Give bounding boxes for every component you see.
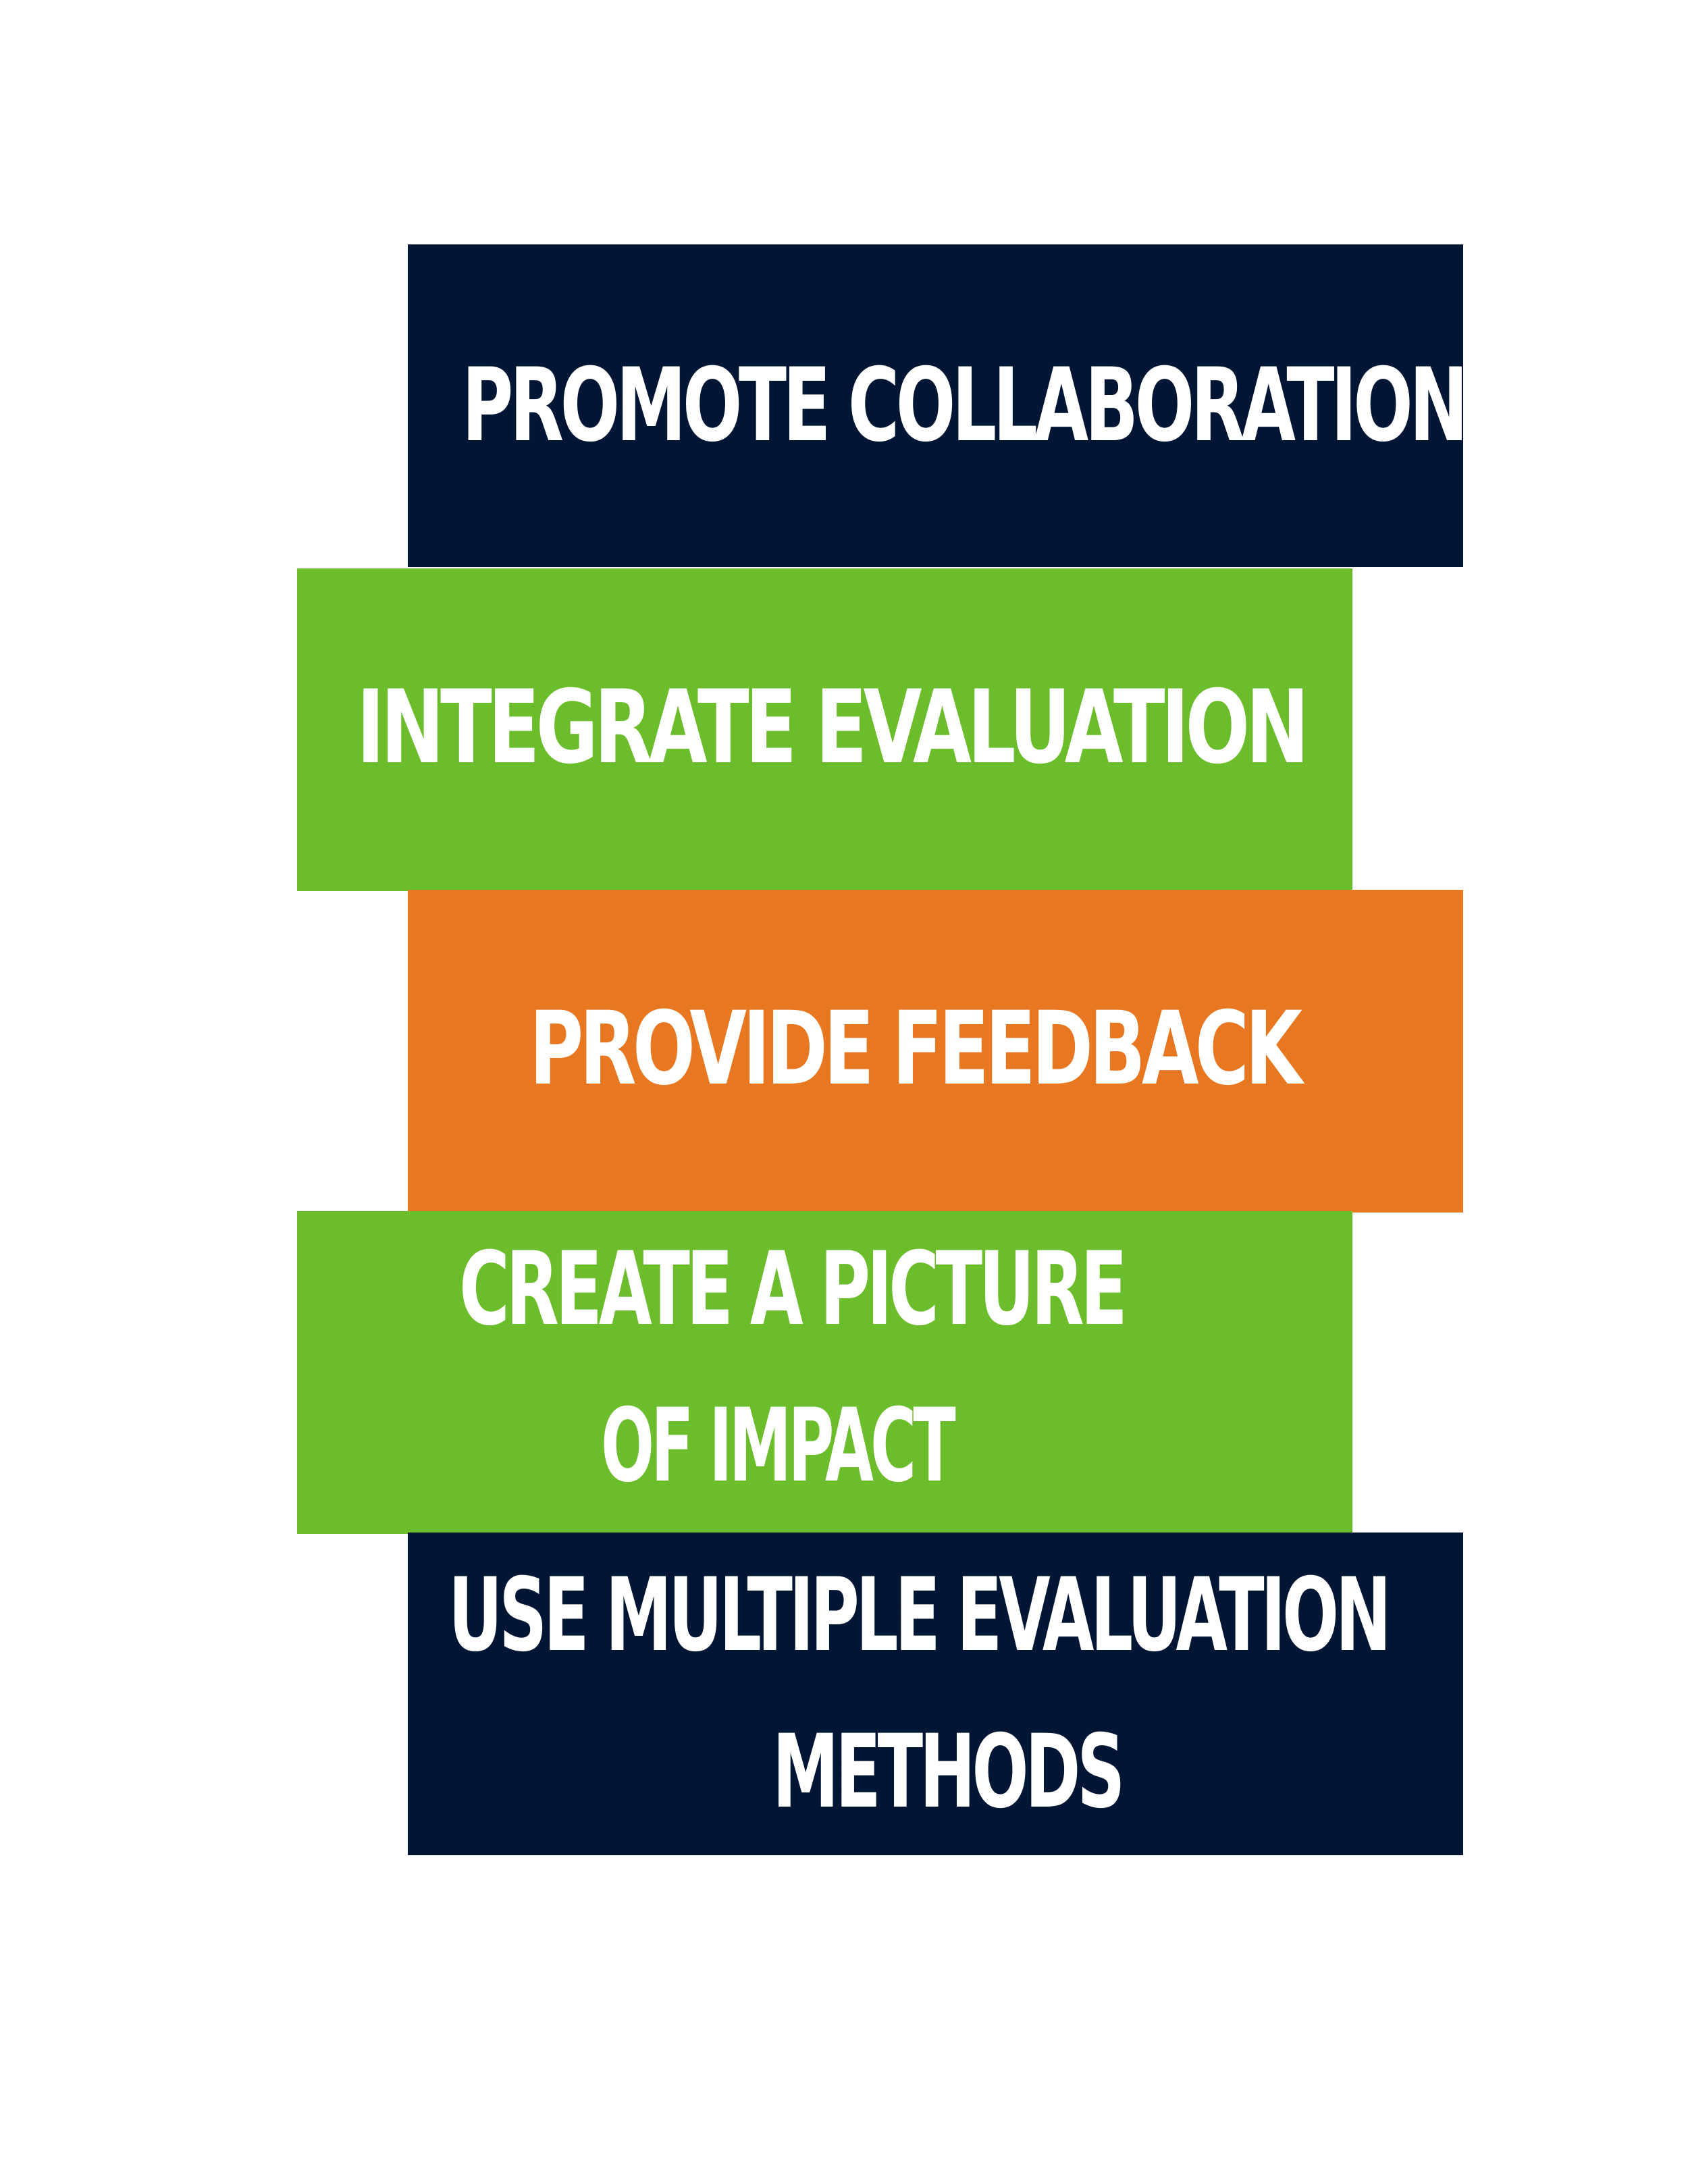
block-promote-collaboration: PROMOTE COLLABORATION (408, 244, 1468, 567)
block-label-line: INTEGRATE EVALUATION (357, 669, 1309, 787)
block-label: INTEGRATE EVALUATION (357, 649, 1309, 806)
block-label: PROMOTE COLLABORATION (462, 327, 1468, 484)
block-label-line: OF IMPACT (601, 1387, 956, 1505)
block-label-line: PROVIDE FEEDBACK (529, 990, 1302, 1108)
block-integrate-evaluation: INTEGRATE EVALUATION (297, 568, 1352, 891)
block-label-line: METHODS (772, 1713, 1125, 1831)
block-label-line: CREATE A PICTURE (459, 1231, 1128, 1348)
block-label-line: USE MULTIPLE EVALUATION (448, 1557, 1392, 1674)
block-create-picture-of-impact: CREATE A PICTURE OF IMPACT (297, 1211, 1352, 1534)
block-use-multiple-evaluation-methods: USE MULTIPLE EVALUATION METHODS (408, 1533, 1463, 1855)
block-label: PROVIDE FEEDBACK (529, 971, 1302, 1127)
block-provide-feedback: PROVIDE FEEDBACK (408, 890, 1463, 1213)
block-label: USE MULTIPLE EVALUATION METHODS (448, 1537, 1688, 1850)
block-label: CREATE A PICTURE OF IMPACT (459, 1211, 1437, 1524)
block-label-line: PROMOTE COLLABORATION (462, 347, 1468, 464)
